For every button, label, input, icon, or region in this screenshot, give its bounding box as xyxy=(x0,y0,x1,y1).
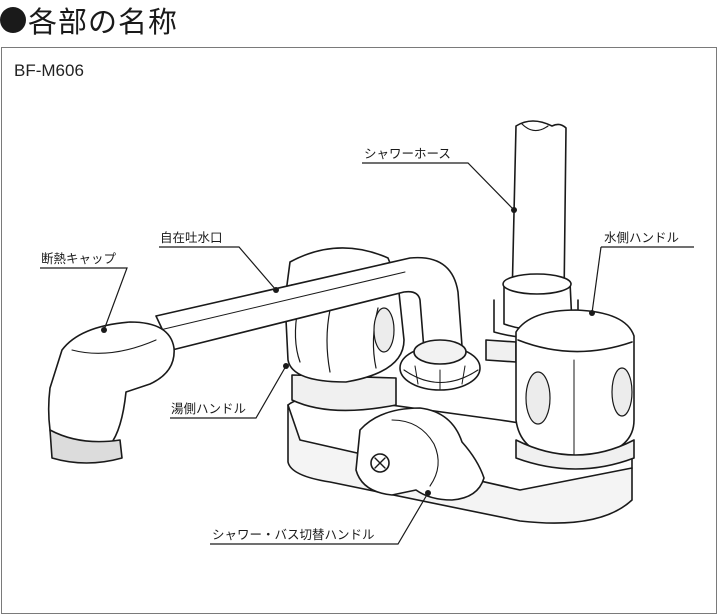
leader-spout xyxy=(159,246,277,291)
leader-water-handle xyxy=(591,246,602,314)
shower-hose xyxy=(511,120,567,301)
page-title: 各部の名称 xyxy=(0,0,178,40)
leader-insulation-cap xyxy=(40,267,128,331)
spout-joint xyxy=(399,339,481,391)
model-number: BF-M606 xyxy=(14,61,84,80)
label-hot-handle: 湯側ハンドル xyxy=(171,401,247,416)
label-shower-hose: シャワーホース xyxy=(364,146,451,161)
page-title-text: 各部の名称 xyxy=(28,5,179,39)
leader-lines xyxy=(40,162,694,545)
label-insulation-cap: 断熱キャップ xyxy=(41,251,117,266)
nozzle-cap xyxy=(47,321,175,464)
label-diverter-handle: シャワー・バス切替ハンドル xyxy=(212,527,375,542)
bullet-icon xyxy=(0,7,26,33)
cold-valve-body xyxy=(485,339,517,363)
label-water-handle: 水側ハンドル xyxy=(604,230,680,245)
label-spout: 自在吐水口 xyxy=(160,230,223,245)
diverter-lever-shape xyxy=(355,407,485,501)
water-handle-shape xyxy=(515,309,635,470)
leader-diverter-handle xyxy=(210,492,429,545)
diagram-panel: BF-M606 xyxy=(1,47,717,614)
leader-shower-hose xyxy=(362,162,515,211)
hot-valve-body xyxy=(291,374,397,412)
leader-dots xyxy=(101,207,595,496)
leader-hot-handle xyxy=(170,365,287,419)
